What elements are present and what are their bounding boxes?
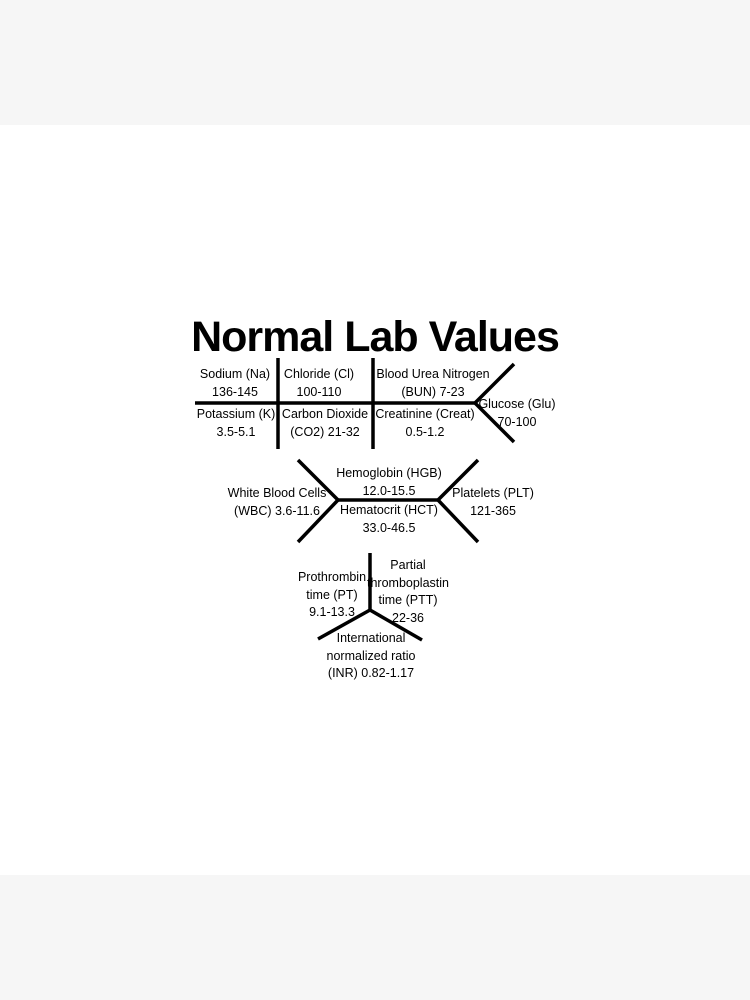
label-creatinine: Creatinine (Creat)0.5-1.2 bbox=[375, 407, 475, 439]
label-chloride: Chloride (Cl)100-110 bbox=[283, 367, 355, 399]
label-hemoglobin: Hemoglobin (HGB)12.0-15.5 bbox=[336, 466, 442, 498]
page-title: Normal Lab Values bbox=[191, 313, 560, 361]
label-carbon-dioxide: Carbon Dioxide(CO2) 21-32 bbox=[281, 407, 369, 439]
cbc-left-upper bbox=[296, 458, 340, 502]
cbc-right-lower bbox=[436, 498, 480, 544]
label-hematocrit: Hematocrit (HCT)33.0-46.5 bbox=[340, 503, 438, 535]
cbc-left-lower bbox=[296, 498, 340, 544]
coag-left bbox=[317, 608, 371, 641]
label-glucose: Glucose (Glu)70-100 bbox=[478, 397, 556, 429]
bmp-fork-upper bbox=[473, 362, 516, 405]
coag-right bbox=[369, 608, 423, 642]
label-platelets: Platelets (PLT)121-365 bbox=[452, 486, 534, 518]
label-wbc: White Blood Cells(WBC) 3.6-11.6 bbox=[227, 486, 327, 518]
label-sodium: Sodium (Na)136-145 bbox=[199, 367, 271, 399]
cbc-right-upper bbox=[436, 458, 480, 502]
bmp-fork-lower bbox=[473, 401, 516, 444]
label-potassium: Potassium (K)3.5-5.1 bbox=[196, 407, 276, 439]
label-bun: Blood Urea Nitrogen(BUN) 7-23 bbox=[376, 367, 490, 399]
